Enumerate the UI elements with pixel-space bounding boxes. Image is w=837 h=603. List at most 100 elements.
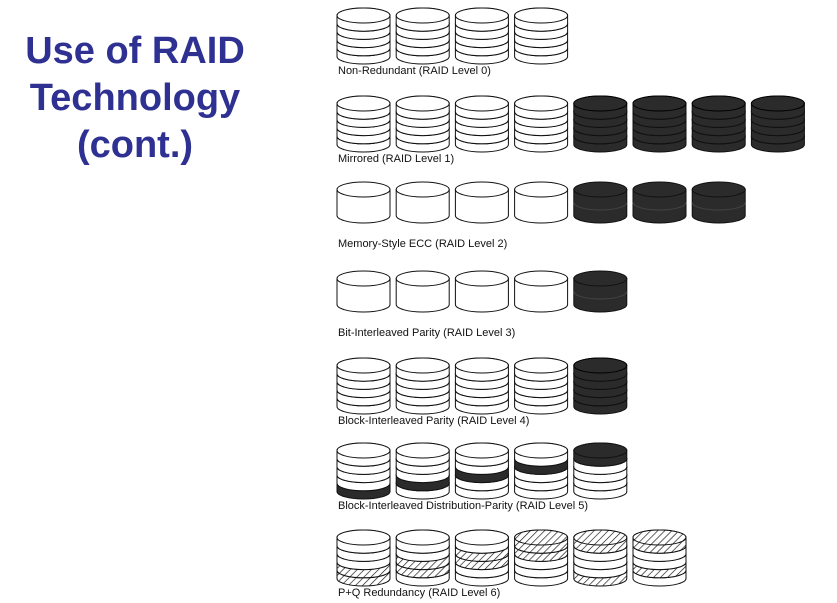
- platter-top: [454, 442, 509, 459]
- disk-icon: [336, 95, 391, 153]
- disk-body: [454, 189, 509, 224]
- slide-title-line-2: Technology: [29, 77, 241, 119]
- disk-icon: [573, 270, 628, 313]
- disk-shade-line: [632, 202, 687, 211]
- raid-level-row: Memory-Style ECC (RAID Level 2): [336, 181, 746, 250]
- disk-icon: [336, 442, 391, 500]
- slide-title-line-3: (cont.): [76, 124, 194, 166]
- disk-icon: [514, 7, 569, 65]
- disk-icon: [336, 270, 391, 313]
- disk-icon: [514, 529, 569, 587]
- disk-icon: [336, 7, 391, 65]
- raid-level-row: Mirrored (RAID Level 1): [336, 95, 805, 165]
- platter-top: [573, 95, 628, 112]
- platter-top: [336, 95, 391, 112]
- raid-level-label: Block-Interleaved Parity (RAID Level 4): [338, 415, 529, 427]
- platter-top: [573, 529, 628, 546]
- disk-icon: [395, 442, 450, 500]
- disk-body: [573, 189, 628, 224]
- disk-icon: [514, 95, 569, 153]
- disk-icon: [454, 181, 509, 224]
- disk-icon: [454, 270, 509, 313]
- raid-level-label: Bit-Interleaved Parity (RAID Level 3): [338, 327, 515, 339]
- slide-title: Use of RAID Technology (cont.): [0, 28, 270, 169]
- platter-top: [632, 529, 687, 546]
- disk-icon: [750, 95, 805, 153]
- platter-top: [454, 95, 509, 112]
- disk-body: [632, 189, 687, 224]
- disk-body: [336, 278, 391, 313]
- disk-icon: [573, 357, 628, 415]
- raid-level-label: Mirrored (RAID Level 1): [338, 153, 454, 165]
- raid-level-label: P+Q Redundancy (RAID Level 6): [338, 587, 500, 599]
- platter-top: [514, 95, 569, 112]
- disk-icon: [395, 529, 450, 587]
- platter-top: [514, 357, 569, 374]
- disk-icon: [573, 529, 628, 587]
- disk-shade-line: [573, 291, 628, 300]
- raid-level-row: Block-Interleaved Distribution-Parity (R…: [336, 442, 628, 512]
- platter-top: [336, 442, 391, 459]
- platter-top: [514, 7, 569, 24]
- platter-top: [395, 357, 450, 374]
- disk-shade-line: [573, 202, 628, 211]
- platter-top: [573, 357, 628, 374]
- disk-body: [395, 189, 450, 224]
- disk-icon: [691, 95, 746, 153]
- disk-top: [573, 270, 628, 287]
- disk-icon: [454, 442, 509, 500]
- disk-icon: [573, 442, 628, 500]
- raid-level-row: Non-Redundant (RAID Level 0): [336, 7, 569, 77]
- platter-top: [395, 529, 450, 546]
- raid-level-label: Memory-Style ECC (RAID Level 2): [338, 238, 507, 250]
- disk-top: [514, 270, 569, 287]
- raid-level-label: Non-Redundant (RAID Level 0): [338, 65, 491, 77]
- disk-icon: [454, 357, 509, 415]
- platter-top: [395, 442, 450, 459]
- disk-body: [514, 189, 569, 224]
- platter-top: [454, 7, 509, 24]
- disk-top: [395, 270, 450, 287]
- disk-icon: [395, 95, 450, 153]
- disk-icon: [514, 181, 569, 224]
- disk-icon: [573, 181, 628, 224]
- disk-icon: [336, 357, 391, 415]
- disk-icon: [514, 270, 569, 313]
- disk-top: [454, 181, 509, 198]
- disk-icon: [632, 95, 687, 153]
- raid-level-row: Block-Interleaved Parity (RAID Level 4): [336, 357, 628, 427]
- disk-body: [573, 278, 628, 313]
- platter-top: [514, 442, 569, 459]
- disk-shade-line: [691, 202, 746, 211]
- disk-body: [336, 189, 391, 224]
- disk-body: [395, 278, 450, 313]
- platter-top: [336, 357, 391, 374]
- platter-top: [454, 357, 509, 374]
- raid-level-row: P+Q Redundancy (RAID Level 6): [336, 529, 687, 599]
- disk-body: [514, 278, 569, 313]
- disk-icon: [454, 7, 509, 65]
- disk-icon: [573, 95, 628, 153]
- disk-icon: [632, 181, 687, 224]
- disk-body: [454, 278, 509, 313]
- disk-icon: [336, 529, 391, 587]
- disk-icon: [454, 95, 509, 153]
- platter-top: [395, 7, 450, 24]
- platter-top: [691, 95, 746, 112]
- disk-top: [336, 270, 391, 287]
- disk-icon: [691, 181, 746, 224]
- raid-level-row: Bit-Interleaved Parity (RAID Level 3): [336, 270, 628, 339]
- disk-body: [691, 189, 746, 224]
- disk-icon: [395, 357, 450, 415]
- disk-icon: [454, 529, 509, 587]
- platter-top: [632, 95, 687, 112]
- platter-top: [336, 7, 391, 24]
- platter-top: [336, 529, 391, 546]
- platter-top: [454, 529, 509, 546]
- disk-icon: [514, 357, 569, 415]
- platter-top: [573, 442, 628, 459]
- disk-icon: [336, 181, 391, 224]
- disk-top: [573, 181, 628, 198]
- disk-icon: [395, 270, 450, 313]
- disk-icon: [395, 181, 450, 224]
